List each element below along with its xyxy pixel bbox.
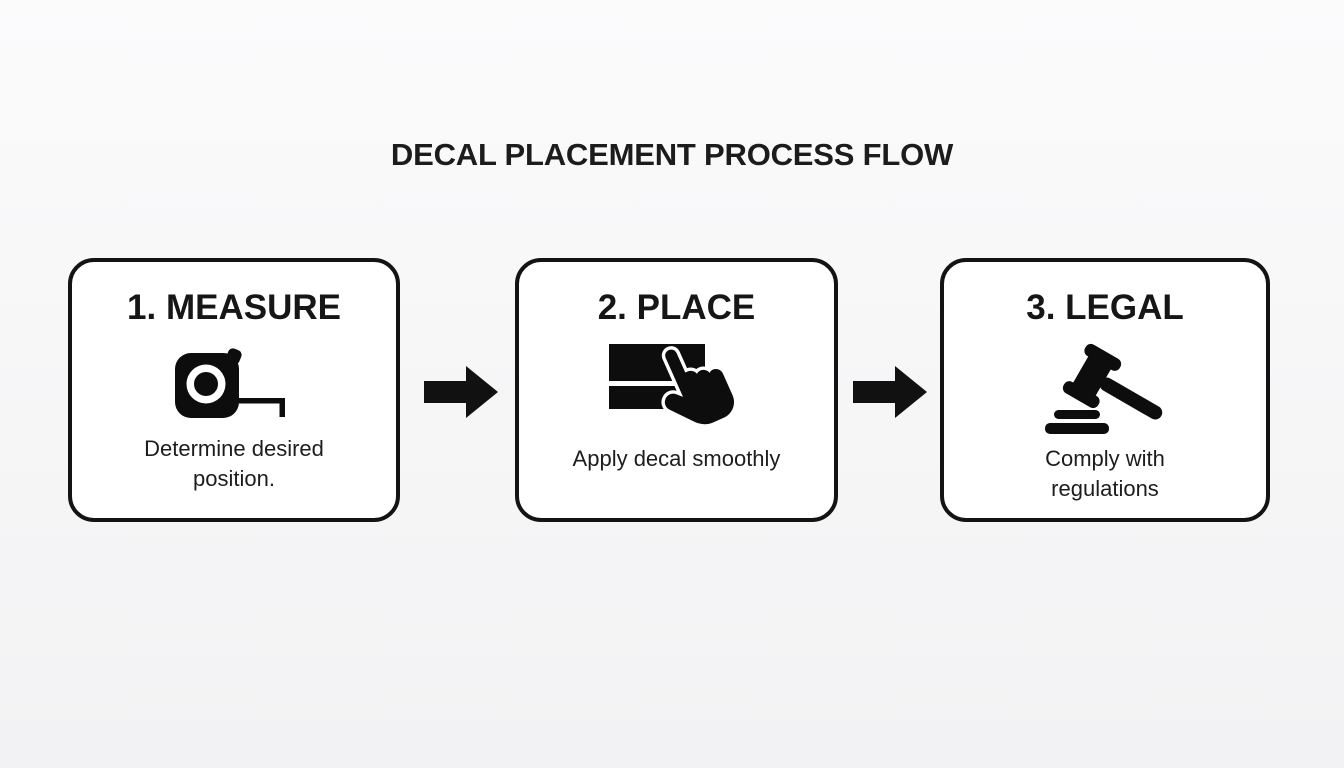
step-description: Apply decal smoothly xyxy=(572,446,781,471)
gavel-icon xyxy=(1038,340,1172,434)
step-description: Determine desired position. xyxy=(144,436,324,492)
step-card-place: 2. PLACE Apply decal smoothly xyxy=(515,258,838,522)
step-description: Comply with regulations xyxy=(1045,446,1165,502)
right-arrow-icon xyxy=(424,366,498,418)
step-card-legal: 3. LEGAL Comply with regulations xyxy=(940,258,1270,522)
page-title: DECAL PLACEMENT PROCESS FLOW xyxy=(390,137,954,172)
step-heading: 1. MEASURE xyxy=(127,288,341,327)
step-card-measure: 1. MEASURE Determine desired position. xyxy=(68,258,400,522)
step-heading: 2. PLACE xyxy=(597,288,756,327)
tape-measure-icon xyxy=(175,348,293,420)
hand-place-decal-icon xyxy=(608,340,745,436)
right-arrow-icon xyxy=(853,366,927,418)
step-heading: 3. LEGAL xyxy=(1026,288,1184,327)
